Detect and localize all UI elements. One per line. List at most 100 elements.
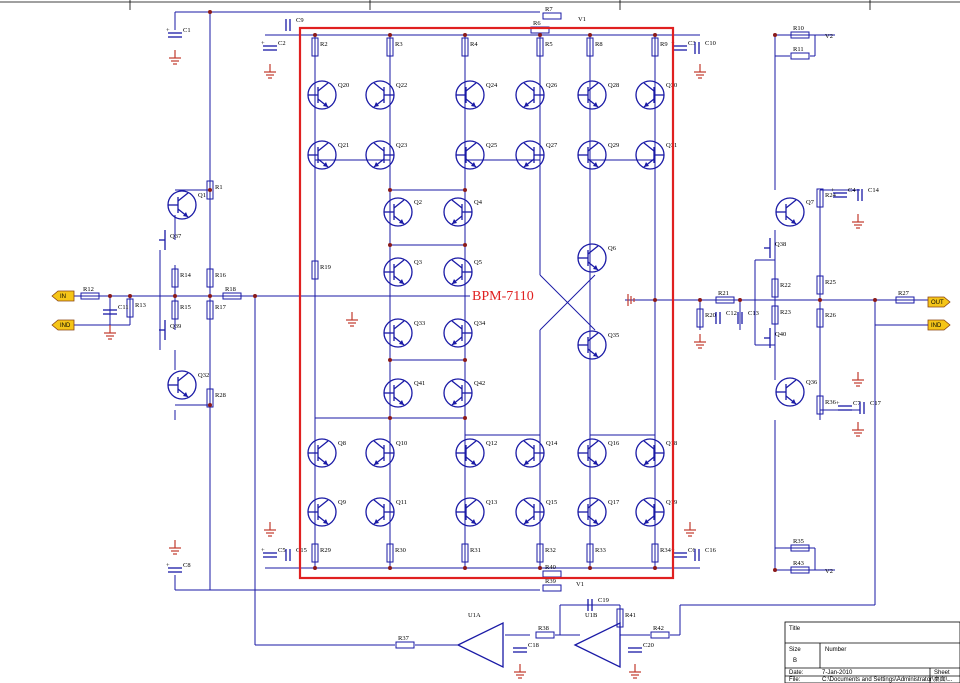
capacitor-c10: C10 <box>694 40 716 54</box>
transistor-q25: Q25 <box>455 140 497 170</box>
junction-dot <box>463 243 467 247</box>
title-label: Title <box>789 626 801 632</box>
title-block: TitleSizeBNumberDate:7-Jan-2010File:C:\D… <box>784 621 960 683</box>
resistor-label: R32 <box>545 547 556 554</box>
resistor-r43: R43 <box>790 560 810 574</box>
junction-dot <box>388 416 392 420</box>
transistor-label: Q6 <box>608 245 617 252</box>
resistor-label: R36 <box>825 399 837 406</box>
size-label: Size <box>789 647 801 653</box>
resistor-label: R6 <box>533 20 541 27</box>
number-label: Number <box>825 647 846 653</box>
resistor-r14: R14 <box>171 268 192 288</box>
resistor-r4: R4 <box>461 37 478 57</box>
transistor-label: Q31 <box>666 142 677 149</box>
transistor-label: Q32 <box>198 372 209 379</box>
ground-symbol <box>104 325 116 340</box>
svg-text:+: + <box>166 562 170 569</box>
file-label: File: <box>789 677 801 683</box>
transistor-q2: Q2 <box>383 197 422 227</box>
port-out[interactable]: OUT <box>927 296 951 308</box>
resistor-label: R33 <box>595 547 606 554</box>
transistor-q22: Q22 <box>365 80 407 110</box>
junction-dot <box>388 243 392 247</box>
resistor-label: R26 <box>825 312 837 319</box>
capacitor-c6: +C6 <box>671 547 696 558</box>
junction-dot <box>388 33 392 37</box>
junction-dot <box>588 566 592 570</box>
resistor-r31: R31 <box>461 543 481 563</box>
transistor-q13: Q13 <box>455 497 497 527</box>
transistor-label: Q1 <box>198 192 206 199</box>
capacitor-label: C4 <box>848 187 856 194</box>
transistor-label: Q26 <box>546 82 558 89</box>
junction-dot <box>128 294 132 298</box>
transistor-q7: Q7 <box>775 197 815 227</box>
capacitor-label: C17 <box>870 400 882 407</box>
ground-symbol <box>684 522 696 537</box>
transistor-q12: Q12 <box>455 438 497 468</box>
fet-label: Q39 <box>170 323 181 330</box>
resistor-r6: R6 <box>530 20 550 34</box>
capacitor-c8: +C8 <box>166 562 191 573</box>
resistor-label: R12 <box>83 286 94 293</box>
ground-symbol <box>694 64 706 79</box>
transistor-label: Q3 <box>414 259 422 266</box>
capacitor-c20: C20 <box>628 642 654 653</box>
junction-dot <box>173 294 177 298</box>
resistor-r12: R12 <box>80 286 100 300</box>
resistor-r16: R16 <box>206 268 227 288</box>
resistor-label: R27 <box>898 290 910 297</box>
resistor-r18: R18 <box>222 286 242 300</box>
resistor-label: R38 <box>538 625 549 632</box>
transistor-q18: Q18 <box>635 438 677 468</box>
resistor-label: R30 <box>395 547 406 554</box>
capacitor-c18: C18 <box>513 642 539 653</box>
resistor-r23: R23 <box>771 305 791 325</box>
capacitor-c12: C12 <box>715 310 737 324</box>
capacitor-label: C2 <box>278 40 286 47</box>
resistor-r25: R25 <box>816 275 836 295</box>
resistor-label: R43 <box>793 560 804 567</box>
port-in[interactable]: IN <box>51 290 75 302</box>
resistor-r10: R10 <box>790 25 810 39</box>
transistor-q30: Q30 <box>635 80 677 110</box>
resistor-r37: R37 <box>395 635 415 649</box>
transistor-q17: Q17 <box>577 497 620 527</box>
transistor-q42: Q42 <box>443 378 485 408</box>
ground-symbol <box>169 540 181 555</box>
junction-dot <box>698 298 702 302</box>
capacitor-c19: C19 <box>587 597 609 611</box>
resistor-r27: R27 <box>895 290 915 304</box>
transistor-q41: Q41 <box>383 378 425 408</box>
transistor-label: Q14 <box>546 440 558 447</box>
transistor-q34: Q34 <box>443 318 486 348</box>
resistor-label: R20 <box>705 312 716 319</box>
ground-symbol <box>169 50 181 65</box>
fet-label: Q38 <box>775 241 786 248</box>
transistor-q31: Q31 <box>635 140 677 170</box>
capacitor-label: C14 <box>868 187 880 194</box>
transistor-q32: Q32 <box>167 370 209 400</box>
resistor-r19: R19 <box>311 260 331 280</box>
transistor-q33: Q33 <box>383 318 425 348</box>
resistor-label: R34 <box>660 547 672 554</box>
transistor-label: Q7 <box>806 199 815 206</box>
capacitor-c13: C13 <box>737 310 759 324</box>
capacitor-c9: C9 <box>285 17 304 31</box>
resistor-label: R19 <box>320 264 331 271</box>
transistor-q23: Q23 <box>365 140 407 170</box>
port-ind_left[interactable]: IND <box>51 319 75 331</box>
resistor-r5: R5 <box>536 37 553 57</box>
rail-label: V2 <box>825 33 833 40</box>
resistor-label: R16 <box>215 272 227 279</box>
port-ind_right[interactable]: IND <box>927 319 951 331</box>
transistor-q10: Q10 <box>365 438 407 468</box>
capacitor-label: C6 <box>688 547 696 554</box>
transistor-q36: Q36 <box>775 377 818 407</box>
capacitor-label: C16 <box>705 547 717 554</box>
transistor-label: Q10 <box>396 440 407 447</box>
capacitor-label: C20 <box>643 642 654 649</box>
resistor-label: R25 <box>825 279 836 286</box>
